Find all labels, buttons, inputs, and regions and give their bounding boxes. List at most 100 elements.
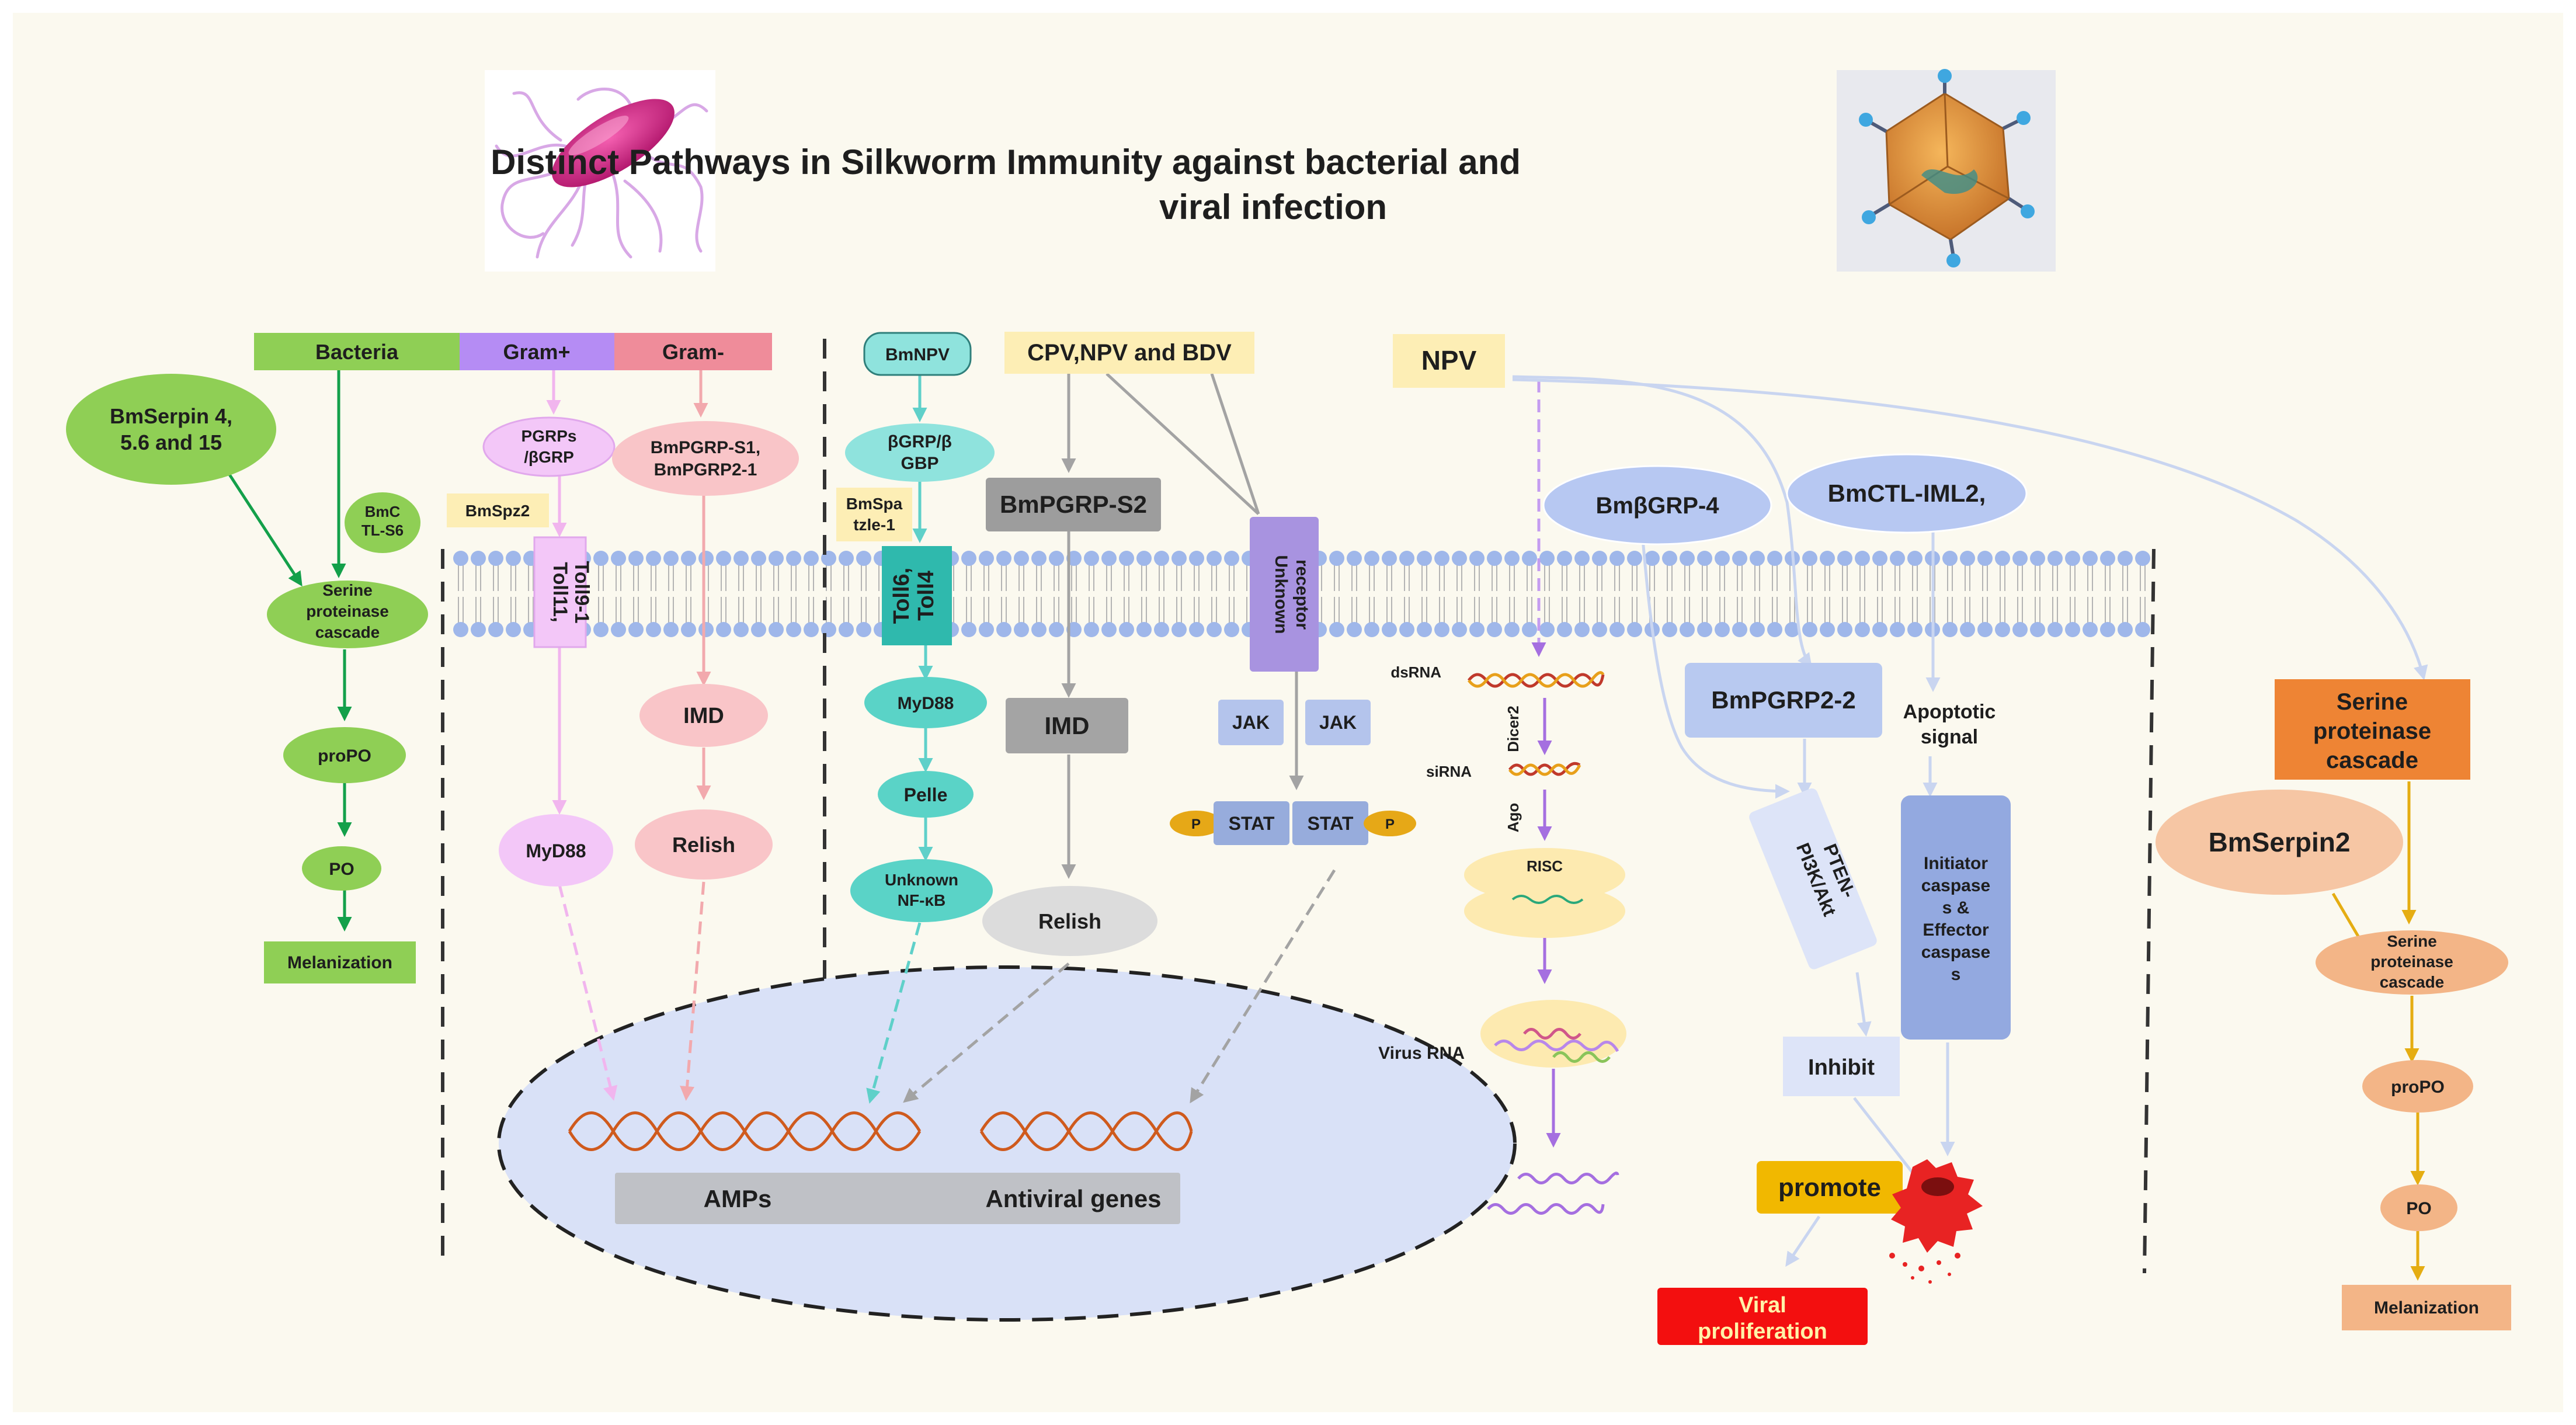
melanization-viral-label: Melanization bbox=[2374, 1298, 2479, 1318]
nucleus bbox=[497, 965, 1517, 1322]
serine-proteinase-cascade-node bbox=[267, 581, 428, 648]
propo-viral-node bbox=[2362, 1060, 2473, 1113]
jak-right bbox=[1305, 700, 1371, 745]
melanization-label: Melanization bbox=[287, 953, 392, 972]
imd-viral-label: IMD bbox=[1045, 712, 1090, 739]
serine-cascade-line-3: cascade bbox=[2326, 748, 2418, 773]
title-line-2: viral infection bbox=[1159, 187, 1387, 227]
npv-box bbox=[1393, 334, 1505, 388]
virus-rna-strand bbox=[1494, 1028, 1619, 1063]
toll11-line-2: Toll9-1 bbox=[571, 561, 593, 623]
bmbgrp4-label: BmβGRP-4 bbox=[1595, 493, 1719, 519]
stat-left bbox=[1214, 801, 1289, 845]
phospho-left bbox=[1170, 811, 1222, 836]
bmspatzle-box bbox=[836, 488, 912, 541]
po-viral-node bbox=[2380, 1184, 2457, 1231]
bmctl-s6-node bbox=[345, 492, 420, 553]
bmpgrp-s2-box bbox=[986, 478, 1161, 531]
po-node bbox=[302, 846, 381, 891]
serine-line-1: Serine bbox=[322, 581, 373, 599]
pgrps-line-2: /βGRP bbox=[524, 448, 574, 466]
melanization-box bbox=[264, 941, 416, 983]
amps-label: AMPs bbox=[704, 1185, 772, 1212]
degraded-rna-fragments bbox=[1487, 1172, 1619, 1215]
viral-proliferation-line-2: proliferation bbox=[1698, 1319, 1827, 1344]
myd88-bacterial-node bbox=[499, 814, 613, 887]
propo-node bbox=[283, 727, 406, 783]
unknown-receptor bbox=[1250, 517, 1319, 672]
stat-left-label: STAT bbox=[1229, 813, 1275, 834]
promote-box bbox=[1757, 1161, 1903, 1214]
bgrp-gbp-node bbox=[845, 423, 995, 482]
serine-cascade-line-2: proteinase bbox=[2313, 718, 2431, 744]
myd88-viral-node bbox=[864, 677, 987, 728]
bmspz2-label: BmSpz2 bbox=[465, 502, 530, 520]
apoptotic-line-2: signal bbox=[1921, 726, 1978, 748]
stat-right-label: STAT bbox=[1308, 813, 1354, 834]
bmserpin-line-1: BmSerpin 4, bbox=[110, 404, 232, 428]
viral-proliferation-box bbox=[1657, 1288, 1868, 1345]
caspases-box bbox=[1901, 795, 2011, 1040]
po-label: PO bbox=[329, 860, 354, 879]
jak-left-label: JAK bbox=[1232, 712, 1270, 733]
phospho-right-label: P bbox=[1385, 816, 1395, 832]
toll6-line-1: Toll6, bbox=[889, 568, 914, 624]
bmserpin2-label: BmSerpin2 bbox=[2209, 827, 2351, 857]
apoptotic-line-1: Apoptotic bbox=[1903, 701, 1996, 723]
pgrps-bgrp-node bbox=[482, 416, 616, 477]
bmnpv-box bbox=[863, 332, 972, 376]
antiviral-genes-label: Antiviral genes bbox=[985, 1185, 1161, 1212]
bgrp-line-1: βGRP/β bbox=[888, 432, 952, 451]
bmserpin-4-5-6-15-node bbox=[66, 374, 276, 485]
serine-line-3: cascade bbox=[315, 623, 380, 641]
unknown-nfkb-line-1: Unknown bbox=[885, 871, 958, 889]
serine-line-2: proteinase bbox=[306, 602, 389, 620]
bmpgrp-s2-label: BmPGRP-S2 bbox=[1000, 491, 1147, 518]
bmpgrp-s1-node bbox=[612, 421, 799, 496]
bacteria-bar bbox=[254, 333, 460, 370]
serine2-line-3: cascade bbox=[2380, 973, 2445, 991]
bacterium-image bbox=[485, 70, 715, 272]
bmctl-iml2-node bbox=[1786, 453, 2028, 534]
dsrna-strand bbox=[1468, 671, 1605, 688]
serine-proteinase-node-2 bbox=[2316, 930, 2508, 995]
propo-viral-label: proPO bbox=[2391, 1078, 2445, 1097]
inhibit-label: Inhibit bbox=[1808, 1055, 1875, 1080]
pten-pi3k-akt-box bbox=[1749, 788, 1877, 969]
apoptotic-cell-icon bbox=[1889, 1159, 1983, 1284]
unknown-nfkb-line-2: NF-κB bbox=[898, 891, 945, 909]
myd88-viral-label: MyD88 bbox=[898, 694, 954, 713]
title-line-1: Distinct Pathways in Silkworm Immunity a… bbox=[491, 142, 1521, 182]
pgrps-line-1: PGRPs bbox=[522, 427, 577, 445]
stat-right bbox=[1292, 801, 1368, 845]
sirna-label: siRNA bbox=[1426, 763, 1472, 780]
gene-helix-amps bbox=[568, 1111, 922, 1151]
serine2-line-1: Serine bbox=[2387, 932, 2437, 950]
toll11-toll9-receptor bbox=[533, 536, 587, 648]
unknown-nfkb-node bbox=[850, 859, 993, 922]
bmctl-s6-line-2: TL-S6 bbox=[361, 522, 404, 539]
cpv-npv-bdv-label: CPV,NPV and BDV bbox=[1027, 340, 1232, 366]
relish-viral-label: Relish bbox=[1038, 909, 1101, 933]
unknown-receptor-line-1: Unknown bbox=[1271, 555, 1291, 634]
phospho-left-label: P bbox=[1191, 816, 1201, 832]
serine2-line-2: proteinase bbox=[2370, 953, 2453, 971]
gram-negative-label: Gram- bbox=[662, 340, 724, 364]
sirna-strand bbox=[1508, 762, 1581, 776]
caspase-line-5: caspase bbox=[1921, 943, 1990, 962]
propo-label: proPO bbox=[318, 746, 371, 766]
bmserpin2-node bbox=[2156, 790, 2403, 895]
relish-bacterial-node bbox=[635, 809, 773, 880]
gram-negative-bar bbox=[614, 333, 772, 370]
phospho-right bbox=[1364, 811, 1416, 836]
gene-helix-antiviral bbox=[979, 1111, 1193, 1151]
bmctl-s6-line-1: BmC bbox=[365, 503, 401, 520]
melanization-viral-box bbox=[2342, 1285, 2511, 1330]
caspase-line-4: Effector bbox=[1923, 920, 1989, 940]
relish-viral-node bbox=[982, 886, 1157, 956]
promote-label: promote bbox=[1778, 1173, 1881, 1202]
gram-positive-bar bbox=[460, 333, 614, 370]
imd-viral-box bbox=[1006, 698, 1128, 753]
jak-left bbox=[1218, 700, 1284, 745]
